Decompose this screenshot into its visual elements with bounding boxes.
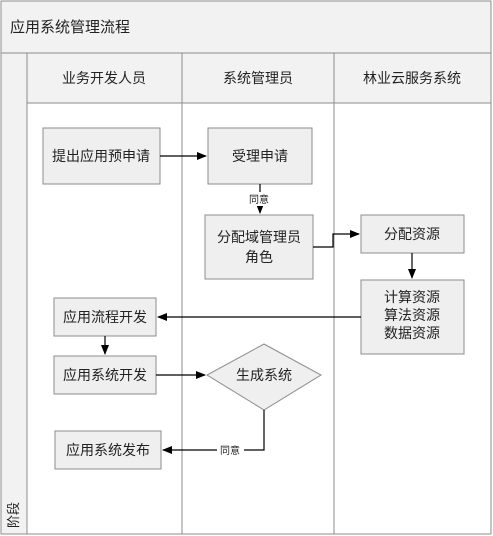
node-accept-request: 受理申请 [207, 127, 313, 185]
node-app-system-dev-label: 应用系统开发 [63, 367, 147, 384]
phase-label: 阶段 [7, 502, 22, 528]
title-bar [0, 0, 492, 54]
lane-header-sysadmin [181, 52, 335, 104]
lane-title-cloud: 林业云服务系统 [363, 71, 461, 87]
lane-title-developers: 业务开发人员 [62, 71, 146, 87]
edge-label-bg-approve-2 [217, 443, 244, 457]
node-allocate-resources-label: 分配资源 [384, 227, 440, 243]
node-app-system-release-label: 应用系统发布 [66, 442, 150, 459]
edge-label-approve-1: 同意 [249, 193, 269, 206]
node-resource-data: 数据资源 [384, 326, 440, 342]
lane-title-sysadmin: 系统管理员 [223, 71, 293, 87]
node-submit-request-label: 提出应用预申请 [52, 148, 150, 165]
phase-column [0, 52, 28, 535]
node-app-system-dev: 应用系统开发 [53, 355, 157, 395]
node-assign-role-line2: 角色 [245, 249, 273, 266]
node-accept-request-label: 受理申请 [232, 149, 288, 165]
edge-label-approve-2: 同意 [220, 444, 240, 457]
node-generate-system: 生成系统 [206, 343, 322, 411]
edge-generate-to-release [162, 410, 265, 454]
lane-header-developers [26, 52, 183, 104]
node-app-process-dev: 应用流程开发 [53, 297, 157, 337]
node-resource-algorithm: 算法资源 [384, 308, 440, 324]
node-allocate-resources: 分配资源 [360, 214, 465, 254]
node-assign-role-line1: 分配域管理员 [217, 230, 301, 246]
edge-label-bg-approve-1 [246, 192, 272, 206]
node-resource-compute: 计算资源 [384, 290, 440, 306]
node-resource-list: 计算资源 算法资源 数据资源 [360, 279, 465, 355]
diagram-title: 应用系统管理流程 [10, 18, 130, 36]
lane-header-cloud [333, 52, 492, 104]
edge-assign-to-allocate [313, 230, 360, 248]
node-app-system-release: 应用系统发布 [54, 430, 162, 470]
node-assign-role: 分配域管理员 角色 [204, 214, 314, 280]
node-generate-system-label: 生成系统 [236, 368, 292, 384]
node-submit-request: 提出应用预申请 [42, 127, 161, 185]
node-app-process-dev-label: 应用流程开发 [63, 309, 147, 326]
